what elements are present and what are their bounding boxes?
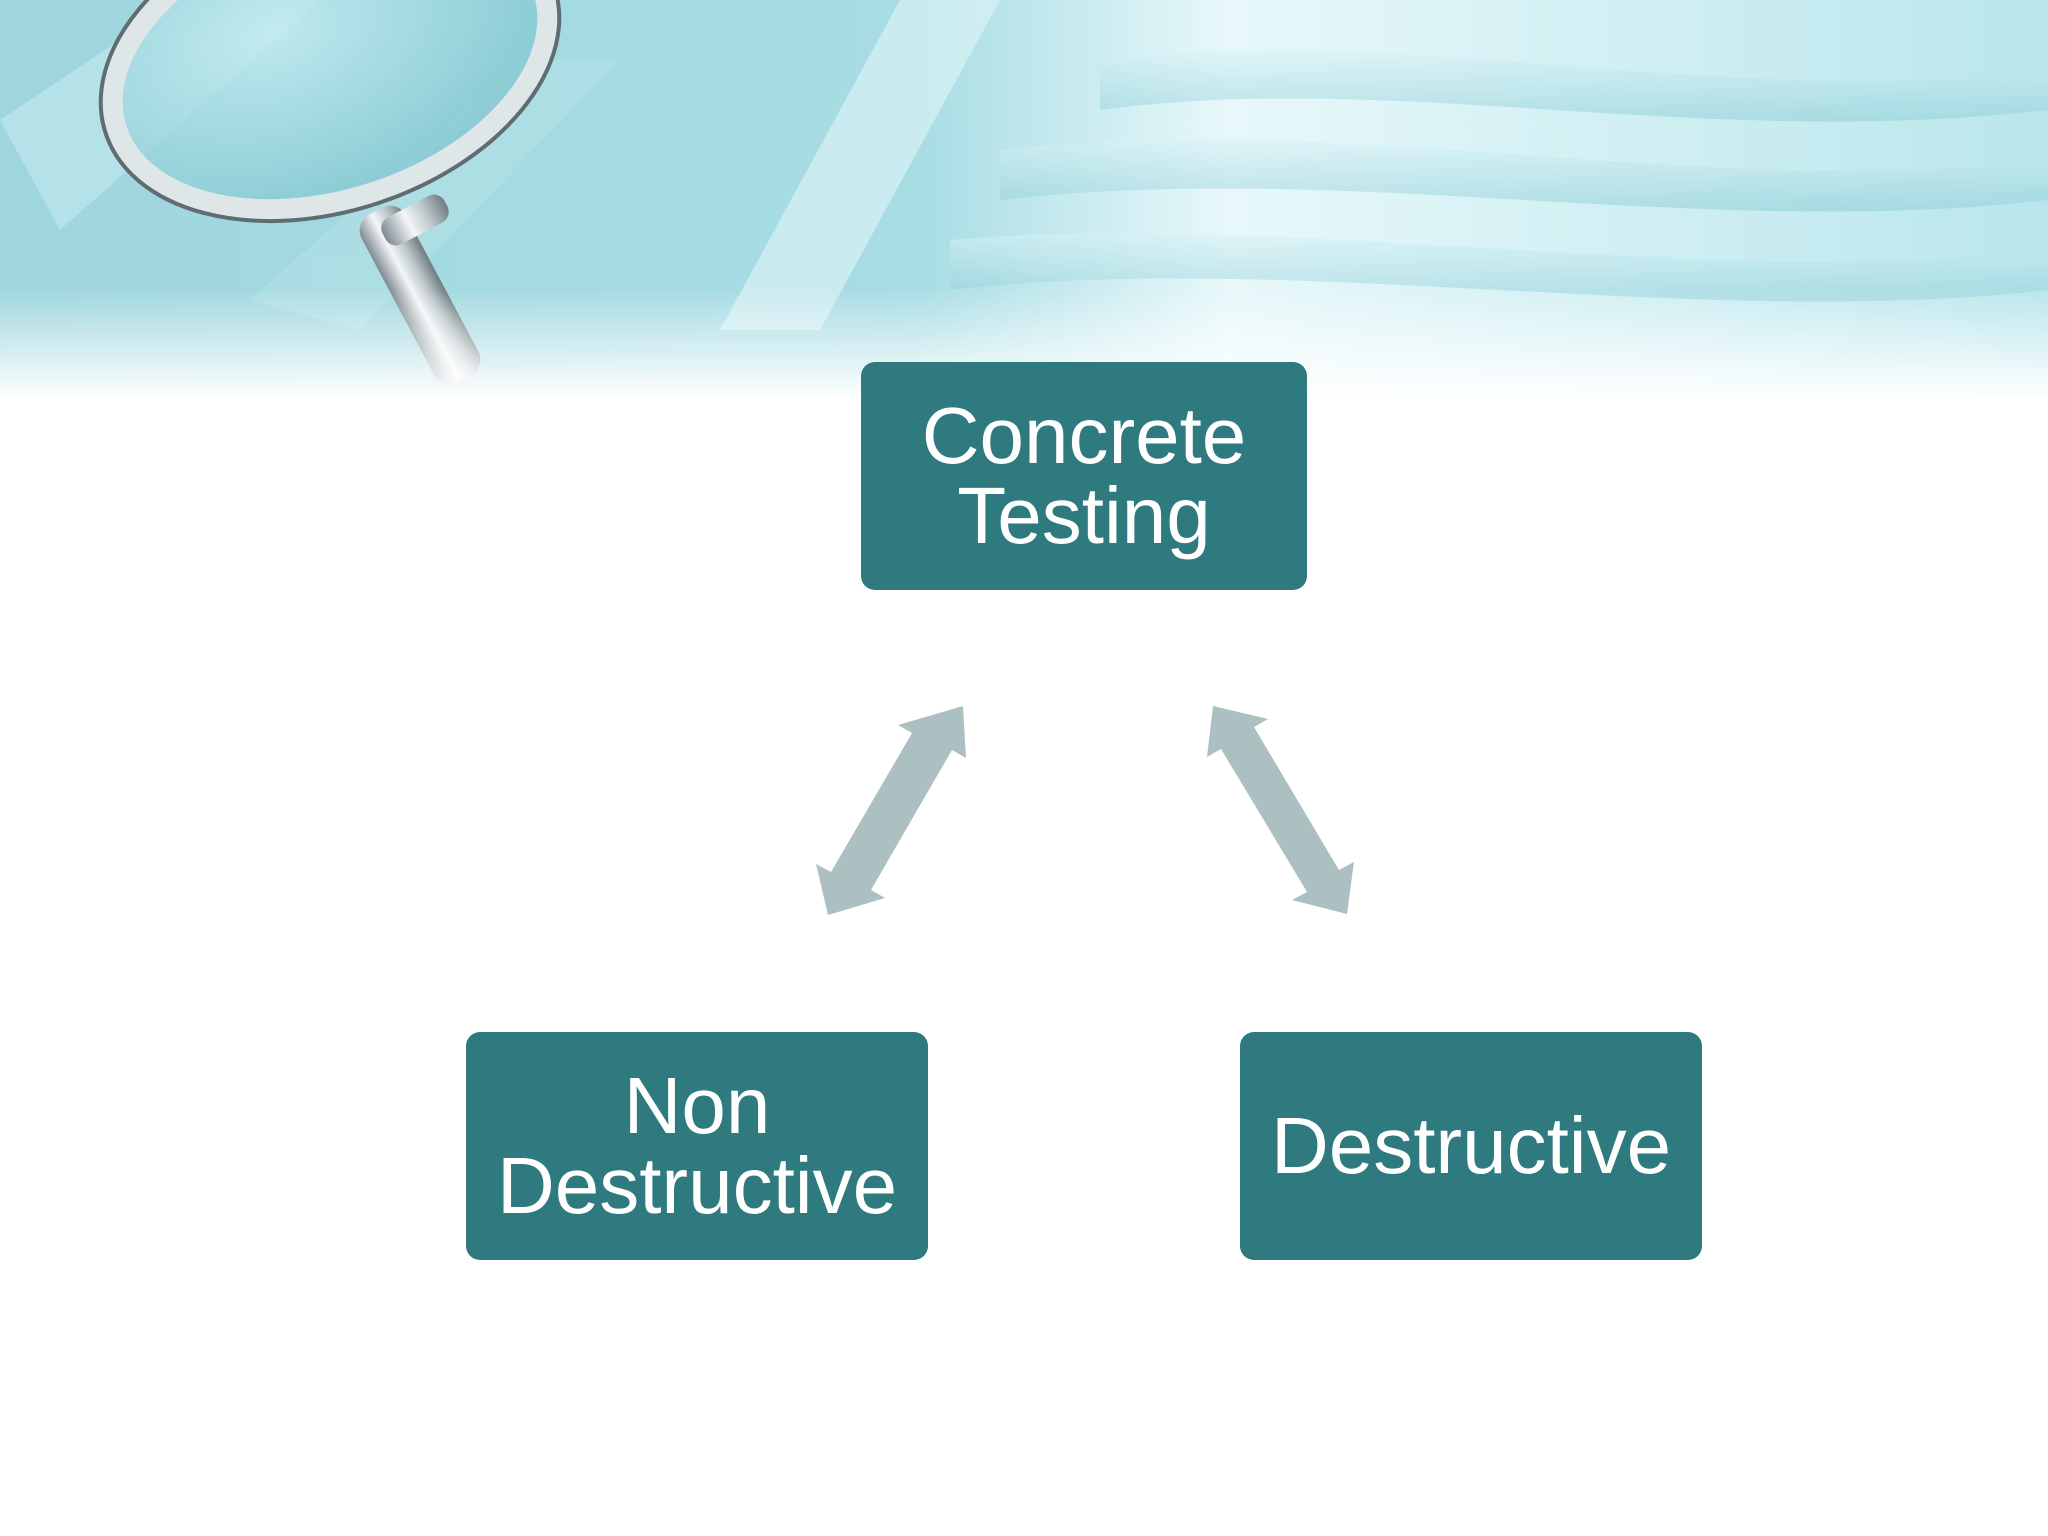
double-arrow-right bbox=[1207, 706, 1354, 914]
node-left-line2: Destructive bbox=[496, 1141, 898, 1230]
node-top-line1: Concrete bbox=[921, 391, 1247, 480]
node-left-line1: Non bbox=[623, 1061, 771, 1150]
header-banner bbox=[0, 0, 2048, 400]
node-right-line1: Destructive bbox=[1270, 1101, 1672, 1190]
node-non-destructive: Non Destructive bbox=[466, 1032, 928, 1260]
banner-graphic bbox=[0, 0, 2048, 400]
node-destructive: Destructive bbox=[1240, 1032, 1702, 1260]
node-concrete-testing: Concrete Testing bbox=[861, 362, 1307, 590]
double-arrow-left bbox=[816, 706, 966, 915]
node-top-line2: Testing bbox=[957, 471, 1211, 560]
